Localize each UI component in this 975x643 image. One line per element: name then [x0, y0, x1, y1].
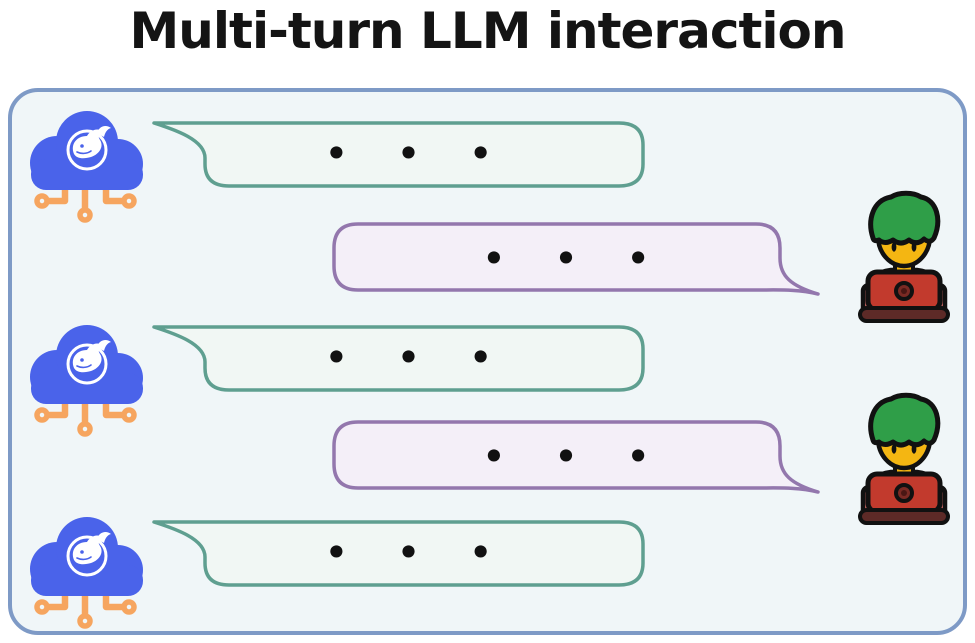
interaction-panel: • • • • • • • • • • • •: [8, 88, 967, 635]
typing-dots: • • •: [481, 431, 668, 481]
assistant-message-bubble: • • •: [150, 322, 647, 394]
assistant-message-bubble: • • •: [150, 517, 647, 589]
typing-dots: • • •: [323, 333, 511, 382]
diagram-title: Multi-turn LLM interaction: [129, 2, 847, 60]
typing-dots: • • •: [323, 528, 511, 577]
deepseek-cloud-icon: [25, 316, 145, 440]
assistant-message-bubble: • • •: [150, 118, 647, 190]
person-at-laptop-icon: [843, 190, 965, 323]
user-message-bubble: • • •: [330, 418, 822, 495]
person-at-laptop-icon: [843, 392, 965, 525]
user-message-bubble: • • •: [330, 220, 822, 297]
typing-dots: • • •: [481, 233, 668, 283]
deepseek-cloud-icon: [25, 508, 145, 632]
deepseek-cloud-icon: [25, 102, 145, 226]
typing-dots: • • •: [323, 129, 511, 178]
